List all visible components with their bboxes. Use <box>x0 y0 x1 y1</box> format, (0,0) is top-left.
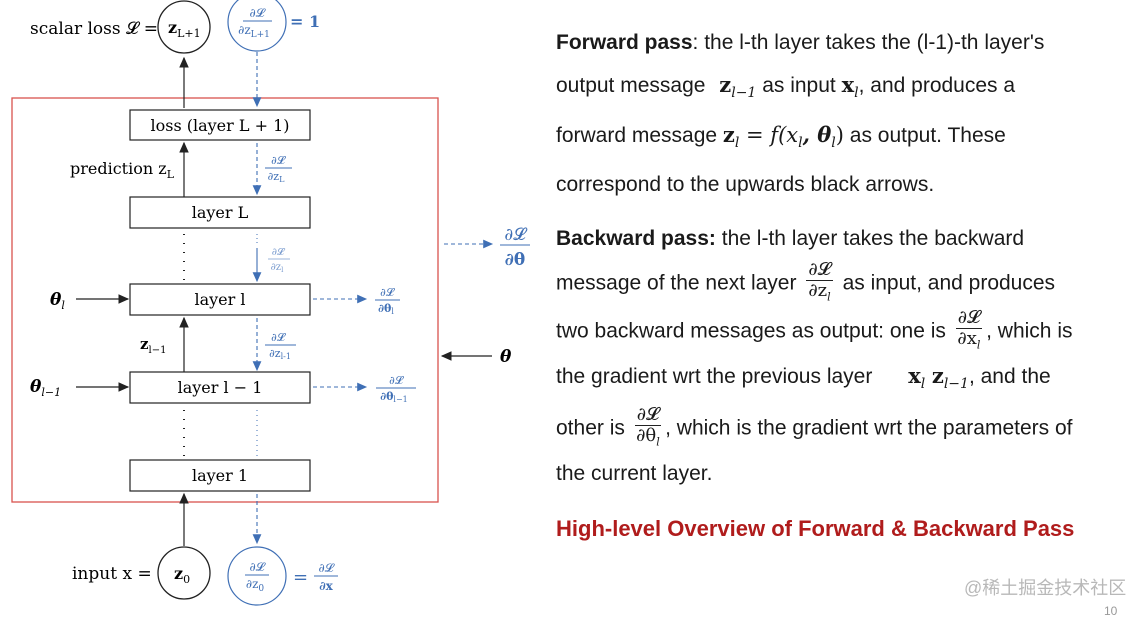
backward-line-3: two backward messages as output: one is … <box>556 306 1073 356</box>
grad-zL-fraction: ∂𝓛 ∂zL <box>265 154 292 184</box>
backward-line-5: other is ∂𝓛∂θl, which is the gradient wr… <box>556 405 1072 453</box>
z-l-minus-1-label: zl−1 <box>140 335 166 356</box>
layer-L-box <box>129 196 311 229</box>
backward-frac-dtheta: ∂𝓛∂θl <box>634 404 662 449</box>
bottom-grad-fraction: ∂𝓛 ∂z0 <box>245 560 269 594</box>
svg-text:∂zL+1: ∂zL+1 <box>238 23 270 40</box>
forward-text-2a: output message <box>556 74 706 97</box>
backward-line-1: Backward pass: the l-th layer takes the … <box>556 218 1072 260</box>
svg-text:∂x: ∂x <box>319 579 333 593</box>
backward-text-3b: , which is <box>986 318 1073 342</box>
forward-line-2: output message zl−1 as input xl, and pro… <box>556 64 1044 114</box>
backward-text-4a: the gradient wrt the previous layer <box>556 365 873 389</box>
backward-text-2a: message of the next layer <box>556 271 797 295</box>
backward-text-4b: , and the <box>968 365 1051 389</box>
page-number: 10 <box>1104 604 1118 618</box>
forward-text-1: : the l-th layer takes the (l-1)-th laye… <box>692 31 1045 54</box>
top-grad-node <box>227 0 287 52</box>
backprop-diagram: scalar loss 𝓛 = zL+1 ∂𝓛 ∂zL+1 = 1 loss (… <box>11 0 530 606</box>
svg-text:∂𝓛: ∂𝓛 <box>250 6 266 20</box>
theta-l-minus-1-label: θl−1 <box>30 377 61 399</box>
bottom-eq: = <box>293 567 308 588</box>
backward-line-4: the gradient wrt the previous layer xl z… <box>556 355 1072 405</box>
forward-math-eq: zl = f(xl, θl) <box>722 122 844 152</box>
theta-l-label: θl <box>50 290 65 312</box>
svg-text:∂zl: ∂zl <box>271 262 284 274</box>
backward-pass-paragraph: Backward pass: the l-th layer takes the … <box>556 218 1072 495</box>
overview-headline: High-level Overview of Forward & Backwar… <box>556 516 1075 541</box>
input-node <box>157 546 211 600</box>
layer-l-minus-1-label: layer l − 1 <box>178 378 263 397</box>
forward-text-2c: , and produces a <box>858 74 1016 97</box>
grad-zl1-fraction: ∂𝓛 ∂zl-1 <box>265 331 296 361</box>
backward-text-3a: two backward messages as output: one is <box>556 318 946 342</box>
svg-text:∂𝓛: ∂𝓛 <box>271 331 287 344</box>
forward-math-x-l: xl <box>841 72 859 102</box>
layer-1-box <box>129 459 311 492</box>
backward-text-1: the l-th layer takes the backward <box>715 227 1025 250</box>
backward-text-5b: , which is the gradient wrt the paramete… <box>665 416 1073 440</box>
svg-text:∂𝓛: ∂𝓛 <box>271 154 287 167</box>
backward-text-6: the current layer. <box>556 461 713 485</box>
backward-line-6: the current layer. <box>556 453 1072 495</box>
forward-text-3a: forward message <box>556 124 718 148</box>
loss-layer-label: loss (layer L + 1) <box>150 116 289 135</box>
forward-line-3: forward message zl = f(xl, θl) as output… <box>556 114 1044 164</box>
bottom-grad-node <box>227 546 287 606</box>
grad-theta-l1-fraction: ∂𝓛 ∂θl−1 <box>376 374 416 404</box>
top-grad-eq: = 1 <box>290 12 320 31</box>
layer-L-label: layer L <box>192 203 249 222</box>
forward-pass-title: Forward pass <box>556 31 693 54</box>
model-frame <box>11 97 439 503</box>
svg-text:∂zL: ∂zL <box>268 170 285 184</box>
top-node-label: zL+1 <box>168 18 201 40</box>
top-node <box>157 0 211 54</box>
backward-pass-title: Backward pass: <box>556 227 716 250</box>
svg-text:∂𝓛: ∂𝓛 <box>272 246 286 258</box>
grad-zl-fraction: ∂𝓛 ∂zl <box>268 246 290 274</box>
backward-frac-dx: ∂𝓛∂xl <box>955 306 983 352</box>
backward-math-x-z: xl zl−1 <box>908 363 969 393</box>
svg-text:∂θl−1: ∂θl−1 <box>380 390 408 404</box>
input-node-label: z0 <box>174 564 190 586</box>
backward-text-2b: as input, and produces <box>842 271 1056 295</box>
backward-frac-dz: ∂𝓛∂zl <box>806 259 833 304</box>
theta-label: θ <box>500 347 512 367</box>
input-label: input x = <box>72 564 152 584</box>
layer-l-box <box>129 283 311 316</box>
svg-text:∂θ: ∂θ <box>505 250 525 270</box>
grad-theta-fraction: ∂𝓛 ∂θ <box>500 225 530 270</box>
backward-line-2: message of the next layer ∂𝓛∂zl as input… <box>556 260 1072 308</box>
svg-text:∂𝓛: ∂𝓛 <box>319 561 335 575</box>
svg-text:∂𝓛: ∂𝓛 <box>389 374 405 387</box>
svg-text:∂zl-1: ∂zl-1 <box>269 347 291 361</box>
forward-text-3b: as output. These <box>849 124 1006 148</box>
scalar-loss-label: scalar loss 𝓛 = <box>30 19 158 39</box>
bottom-grad2-fraction: ∂𝓛 ∂x <box>314 561 338 593</box>
loss-layer-box <box>129 109 311 141</box>
forward-line-4: correspond to the upwards black arrows. <box>556 164 1044 206</box>
svg-text:∂𝓛: ∂𝓛 <box>380 286 396 299</box>
forward-math-z-l1: zl−1 <box>719 72 757 102</box>
grad-theta-l-fraction: ∂𝓛 ∂θl <box>375 286 400 316</box>
top-grad-fraction: ∂𝓛 ∂zL+1 <box>238 6 272 40</box>
prediction-label: prediction zL <box>70 159 175 181</box>
watermark: @稀土掘金技术社区 <box>964 578 1127 598</box>
svg-text:∂𝓛: ∂𝓛 <box>504 225 528 245</box>
svg-text:∂z0: ∂z0 <box>246 577 265 594</box>
forward-line-1: Forward pass: the l-th layer takes the (… <box>556 22 1044 64</box>
backward-text-5a: other is <box>556 416 625 440</box>
layer-l-minus-1-box <box>129 371 311 404</box>
svg-text:∂θl: ∂θl <box>378 302 394 316</box>
forward-text-2b: as input <box>762 74 836 97</box>
forward-text-4: correspond to the upwards black arrows. <box>556 173 935 197</box>
layer-l-label: layer l <box>194 290 245 309</box>
svg-text:∂𝓛: ∂𝓛 <box>250 560 266 574</box>
forward-pass-paragraph: Forward pass: the l-th layer takes the (… <box>556 22 1044 206</box>
layer-1-label: layer 1 <box>192 466 248 485</box>
